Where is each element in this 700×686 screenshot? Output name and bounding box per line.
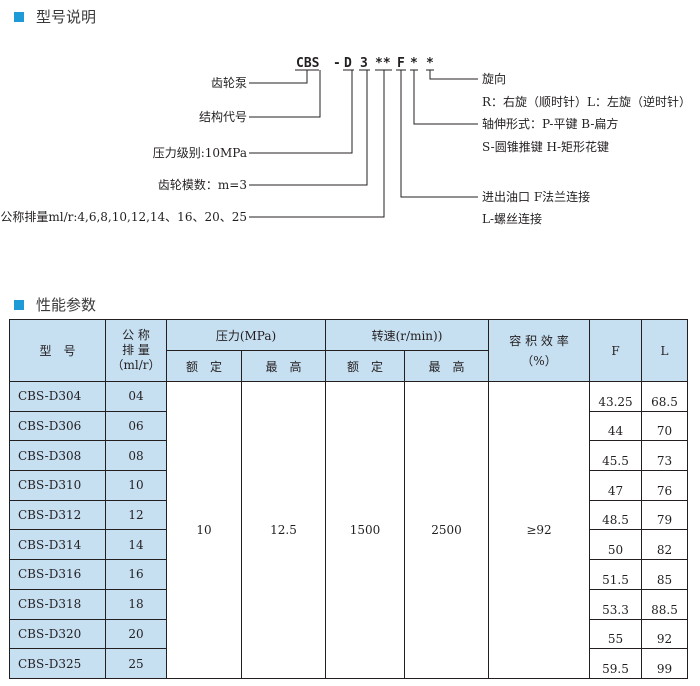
code-3: 3 — [360, 56, 368, 71]
cell-l: 70 — [641, 410, 688, 442]
cell-displacement: 14 — [105, 529, 167, 561]
cell-f: 43.25 — [589, 381, 642, 412]
cell-displacement: 25 — [105, 648, 167, 679]
label-rotation: 旋向 — [482, 71, 506, 86]
cell-f: 51.5 — [589, 559, 642, 590]
label-gear-module: 齿轮模数：m=3 — [158, 177, 247, 192]
code-star-2: * — [426, 56, 434, 71]
cell-f: 53.3 — [589, 588, 642, 620]
cell-l: 68.5 — [641, 381, 688, 412]
cell-pressure-max: 12.5 — [241, 381, 326, 679]
cell-l: 73 — [641, 440, 688, 472]
cell-f: 48.5 — [589, 499, 642, 531]
cell-speed-rated: 1500 — [325, 381, 405, 679]
section-title-text: 型号说明 — [36, 8, 97, 26]
cell-model: CBS-D325 — [9, 648, 106, 679]
section-title-model-description: 型号说明 — [14, 6, 96, 27]
cell-l: 79 — [641, 499, 688, 531]
cell-model: CBS-D310 — [9, 470, 106, 501]
header-speed: 转速(r/min)) — [325, 319, 489, 351]
cell-displacement: 04 — [105, 381, 167, 412]
cell-l: 88.5 — [641, 588, 688, 620]
cell-displacement: 06 — [105, 410, 167, 442]
cell-f: 50 — [589, 529, 642, 561]
cell-l: 76 — [641, 470, 688, 501]
cell-displacement: 12 — [105, 499, 167, 531]
code-d: D — [344, 56, 352, 71]
cell-speed-max: 2500 — [404, 381, 489, 679]
code-f: F — [397, 56, 405, 71]
cell-displacement: 20 — [105, 618, 167, 650]
header-pressure: 压力(MPa) — [166, 319, 326, 351]
square-bullet-icon — [14, 299, 24, 310]
header-model: 型 号 — [9, 319, 106, 382]
label-gear-pump: 齿轮泵 — [211, 76, 247, 90]
cell-l: 99 — [641, 648, 688, 679]
header-pressure-max: 最 高 — [241, 350, 326, 382]
label-port-thread: L-螺丝连接 — [482, 211, 542, 226]
section-title-text: 性能参数 — [36, 296, 97, 314]
code-dash: - — [333, 56, 341, 71]
cell-model: CBS-D308 — [9, 440, 106, 472]
square-bullet-icon — [14, 11, 24, 22]
cell-l: 82 — [641, 529, 688, 561]
header-speed-rated: 额 定 — [325, 350, 405, 382]
header-displacement: 公 称 排 量 （ml/r） — [105, 319, 167, 382]
header-efficiency: 容 积 效 率 （%） — [488, 319, 590, 382]
cell-f: 59.5 — [589, 648, 642, 679]
cell-model: CBS-D316 — [9, 559, 106, 590]
cell-model: CBS-D312 — [9, 499, 106, 531]
cell-pressure-rated: 10 — [166, 381, 242, 679]
cell-l: 85 — [641, 559, 688, 590]
header-speed-max: 最 高 — [404, 350, 489, 382]
cell-f: 55 — [589, 618, 642, 650]
section-title-performance: 性能参数 — [14, 294, 96, 315]
cell-model: CBS-D304 — [9, 381, 106, 412]
performance-table: 型 号 公 称 排 量 （ml/r） 压力(MPa) 转速(r/min)) 容 … — [9, 319, 688, 679]
cell-model: CBS-D318 — [9, 588, 106, 620]
cell-displacement: 10 — [105, 470, 167, 501]
cell-model: CBS-D314 — [9, 529, 106, 561]
label-pressure-level: 压力级别:10MPa — [153, 146, 247, 160]
label-nominal-displacement: 公称排量ml/r:4,6,8,10,12,14、16、20、25 — [0, 210, 247, 224]
cell-displacement: 18 — [105, 588, 167, 620]
label-structure-code: 结构代号 — [199, 109, 247, 124]
cell-efficiency: ≥92 — [488, 381, 590, 679]
label-shaft-type-2: S-圆锥推键 H-矩形花键 — [482, 139, 609, 154]
code-stars: ** — [375, 56, 391, 71]
header-l: L — [641, 319, 688, 382]
header-f: F — [589, 319, 642, 382]
cell-displacement: 08 — [105, 440, 167, 472]
cell-l: 92 — [641, 618, 688, 650]
label-shaft-type: 轴伸形式：P-平键 B-扁方 — [482, 116, 618, 131]
cell-model: CBS-D320 — [9, 618, 106, 650]
model-code-diagram: CBS - D 3 ** F * * 齿轮泵 结构代号 压力级别:10MPa 齿… — [0, 56, 691, 226]
cell-f: 45.5 — [589, 440, 642, 472]
header-pressure-rated: 额 定 — [166, 350, 242, 382]
label-port-flange: 进出油口 F法兰连接 — [482, 189, 590, 204]
cell-f: 47 — [589, 470, 642, 501]
code-cbs: CBS — [296, 56, 320, 71]
cell-f: 44 — [589, 410, 642, 442]
cell-displacement: 16 — [105, 559, 167, 590]
cell-model: CBS-D306 — [9, 410, 106, 442]
label-rotation-options: R：右旋（顺时针）L：左旋（逆时针） — [482, 94, 691, 109]
code-star-1: * — [410, 56, 418, 71]
